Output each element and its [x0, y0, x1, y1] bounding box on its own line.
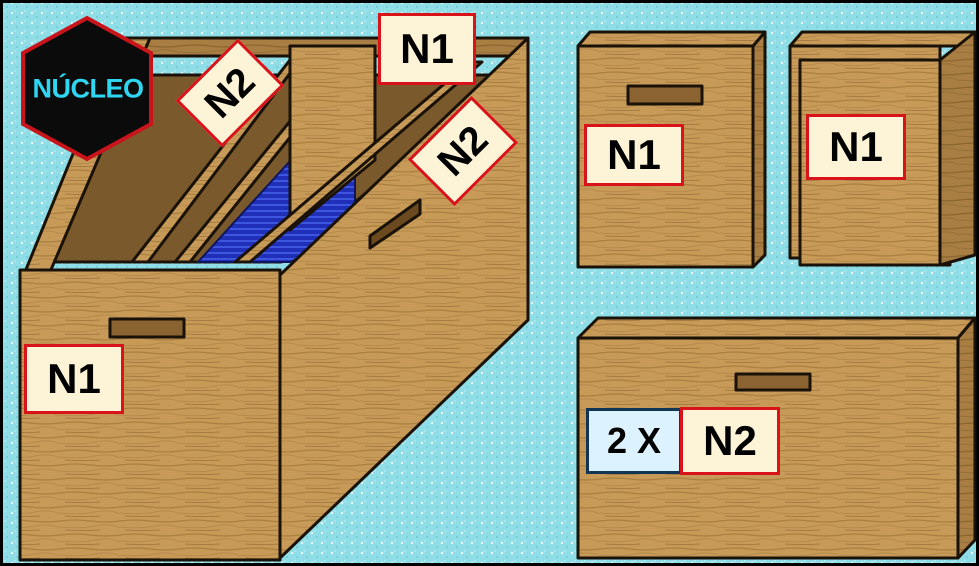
label-bottom-box-n2: N2 [680, 407, 780, 475]
label-main-top-n1: N1 [378, 13, 476, 85]
label-side-panel-b-n1: N1 [806, 114, 906, 180]
label-bottom-box-quantity: 2 X [586, 408, 682, 474]
label-main-front-n1: N1 [24, 344, 124, 414]
nucleo-badge-text: NÚCLEO [33, 74, 144, 105]
label-side-panel-a-n1: N1 [584, 124, 684, 186]
